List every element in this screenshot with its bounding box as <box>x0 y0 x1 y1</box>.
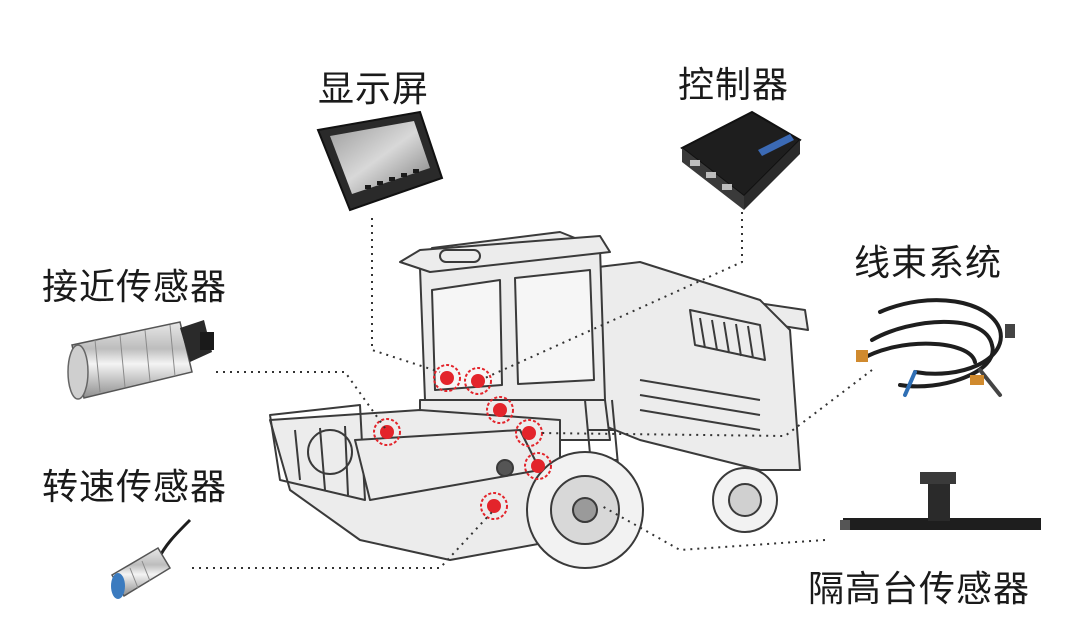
feeder-knob <box>496 459 514 477</box>
reel-hub <box>307 429 353 475</box>
label-wiring-harness: 线束系统 <box>854 243 1003 284</box>
cab-window-right <box>514 269 595 385</box>
marker-proximity <box>373 418 401 446</box>
marker-display-2 <box>464 367 492 395</box>
label-header-height-sensor: 隔高台传感器 <box>808 569 1031 610</box>
header-reel <box>269 404 366 501</box>
leader-lines <box>192 212 873 569</box>
label-proximity-sensor: 接近传感器 <box>42 267 228 308</box>
cab-window-left <box>431 279 503 391</box>
cab-lights <box>439 249 481 263</box>
controller-box-icon <box>680 110 802 210</box>
combine-harvester-illustration <box>269 231 809 569</box>
marker-harness <box>515 419 543 447</box>
marker-cab-base <box>486 396 514 424</box>
leader-display <box>371 218 441 373</box>
body-vent-slats <box>699 317 754 359</box>
leader-controller <box>484 212 743 379</box>
body-vent <box>689 309 766 361</box>
marker-display-1 <box>433 364 461 392</box>
engine-grille <box>639 379 761 431</box>
proximity-sensor-icon <box>67 320 214 400</box>
speed-sensor-icon <box>110 518 192 599</box>
leader-proximity <box>216 371 386 429</box>
leader-harness <box>539 369 873 438</box>
header-height-sensor-icon <box>840 472 1041 530</box>
display-screen-icon <box>316 110 444 212</box>
rear-wheel-rim <box>728 483 762 517</box>
sensor-markers <box>373 364 552 520</box>
machine-body <box>589 261 801 471</box>
wiring-harness-icon <box>856 298 1015 397</box>
label-speed-sensor: 转速传感器 <box>42 467 228 508</box>
label-controller: 控制器 <box>678 65 790 106</box>
marker-speed <box>480 492 508 520</box>
marker-feeder <box>524 452 552 480</box>
label-display: 显示屏 <box>318 69 430 110</box>
front-wheel-hub <box>572 497 598 523</box>
